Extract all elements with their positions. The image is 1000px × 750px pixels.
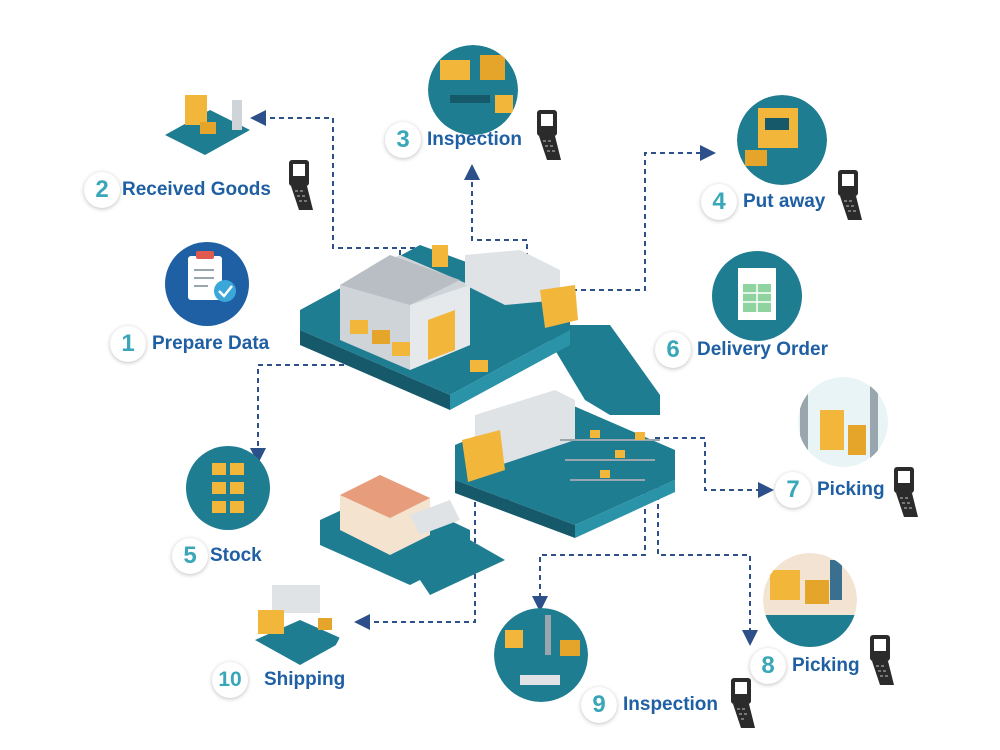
step-number: 3 xyxy=(385,122,421,158)
step-label: Received Goods xyxy=(122,179,271,200)
step-number: 7 xyxy=(775,472,811,508)
step-7: 7 Picking xyxy=(775,472,885,508)
arrow-to-picking-7 xyxy=(655,437,774,498)
picking-7-image xyxy=(798,377,888,467)
step-label: Shipping xyxy=(264,669,346,690)
step-label: Inspection xyxy=(623,694,719,715)
step-5: 5 Stock xyxy=(172,538,262,574)
stock-image xyxy=(186,446,270,530)
arrow-to-put-away xyxy=(572,145,716,291)
step-label: Picking xyxy=(792,655,860,676)
step-1: 1 Prepare Data xyxy=(110,326,269,362)
step-label: Inspection xyxy=(427,129,523,150)
scanner-icon xyxy=(894,467,918,517)
step-label: Delivery Order xyxy=(697,339,828,360)
step-number: 6 xyxy=(655,332,691,368)
step-label: Stock xyxy=(210,545,262,566)
step-number: 10 xyxy=(212,662,248,698)
step-9: 9 Inspection xyxy=(581,687,718,723)
received-goods-image xyxy=(160,80,250,170)
step-number: 4 xyxy=(701,184,737,220)
put-away-image xyxy=(737,95,827,185)
step-number: 9 xyxy=(581,687,617,723)
scanner-icon xyxy=(870,635,894,685)
step-8: 8 Picking xyxy=(750,648,860,684)
warehouse-illustration xyxy=(300,245,675,595)
arrow-to-received-goods xyxy=(250,110,415,249)
scanner-icons xyxy=(289,110,918,728)
step-3: 3 Inspection xyxy=(385,122,522,158)
delivery-order-image xyxy=(712,251,802,341)
step-number: 2 xyxy=(84,172,120,208)
step-4: 4 Put away xyxy=(701,184,825,220)
step-label: Prepare Data xyxy=(152,333,270,354)
connector-arrows xyxy=(250,110,774,646)
inspection-3-image xyxy=(428,45,518,135)
step-6: 6 Delivery Order xyxy=(655,332,828,368)
inspection-9-image xyxy=(494,608,588,702)
scanner-icon xyxy=(537,110,561,160)
shipping-image xyxy=(249,573,343,667)
picking-8-image xyxy=(763,553,857,647)
step-number: 1 xyxy=(110,326,146,362)
step-10: 10 Shipping xyxy=(212,662,345,698)
step-label: Put away xyxy=(743,191,826,212)
scanner-icon xyxy=(731,678,755,728)
prepare-data-image xyxy=(165,242,249,326)
step-number: 8 xyxy=(750,648,786,684)
step-2: 2 Received Goods xyxy=(84,172,271,208)
scanner-icon xyxy=(289,160,313,210)
step-number: 5 xyxy=(172,538,208,574)
step-label: Picking xyxy=(817,479,885,500)
scanner-icon xyxy=(838,170,862,220)
